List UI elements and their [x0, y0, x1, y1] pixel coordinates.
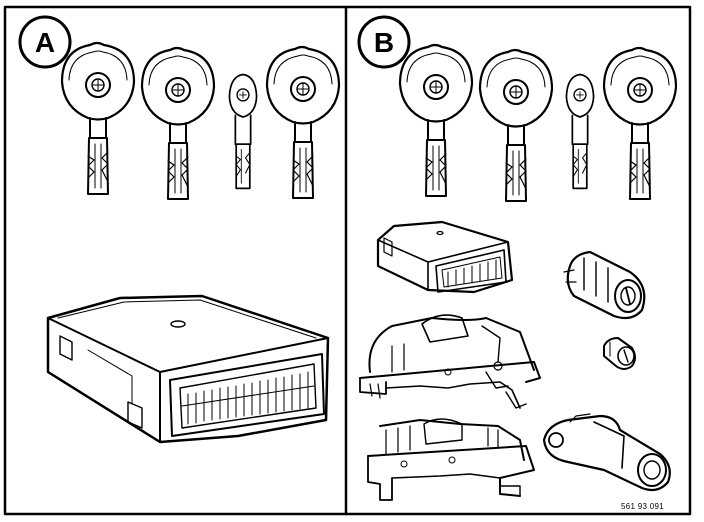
panel-a-key-3: [228, 73, 258, 190]
panel-b-key-2: [478, 48, 554, 203]
panel-a-key-1: [60, 41, 136, 196]
panel-a-label: A: [35, 27, 55, 58]
panel-b-badge: B: [357, 15, 411, 69]
panel-b-lock-bracket: [367, 418, 535, 501]
panel-a-badge: A: [18, 15, 72, 69]
panel-b-key-3: [565, 73, 595, 190]
outer-frame: [3, 5, 692, 516]
panel-a-control-module: [46, 294, 330, 444]
panel-b-lock-insert: [603, 337, 636, 370]
panel-b-key-1: [398, 43, 474, 198]
panel-b-label: B: [374, 27, 394, 58]
panel-b-switch-housing: [359, 314, 541, 409]
panel-b-control-module: [376, 220, 514, 294]
reference-code: 561 93 091: [621, 502, 664, 511]
panel-b-sensor-coil: [542, 413, 671, 492]
panel-b-lock-cylinder: [563, 250, 646, 320]
panel-a-key-4: [265, 45, 341, 200]
panel-b-key-4: [602, 46, 678, 201]
panel-a-key-2: [140, 46, 216, 201]
